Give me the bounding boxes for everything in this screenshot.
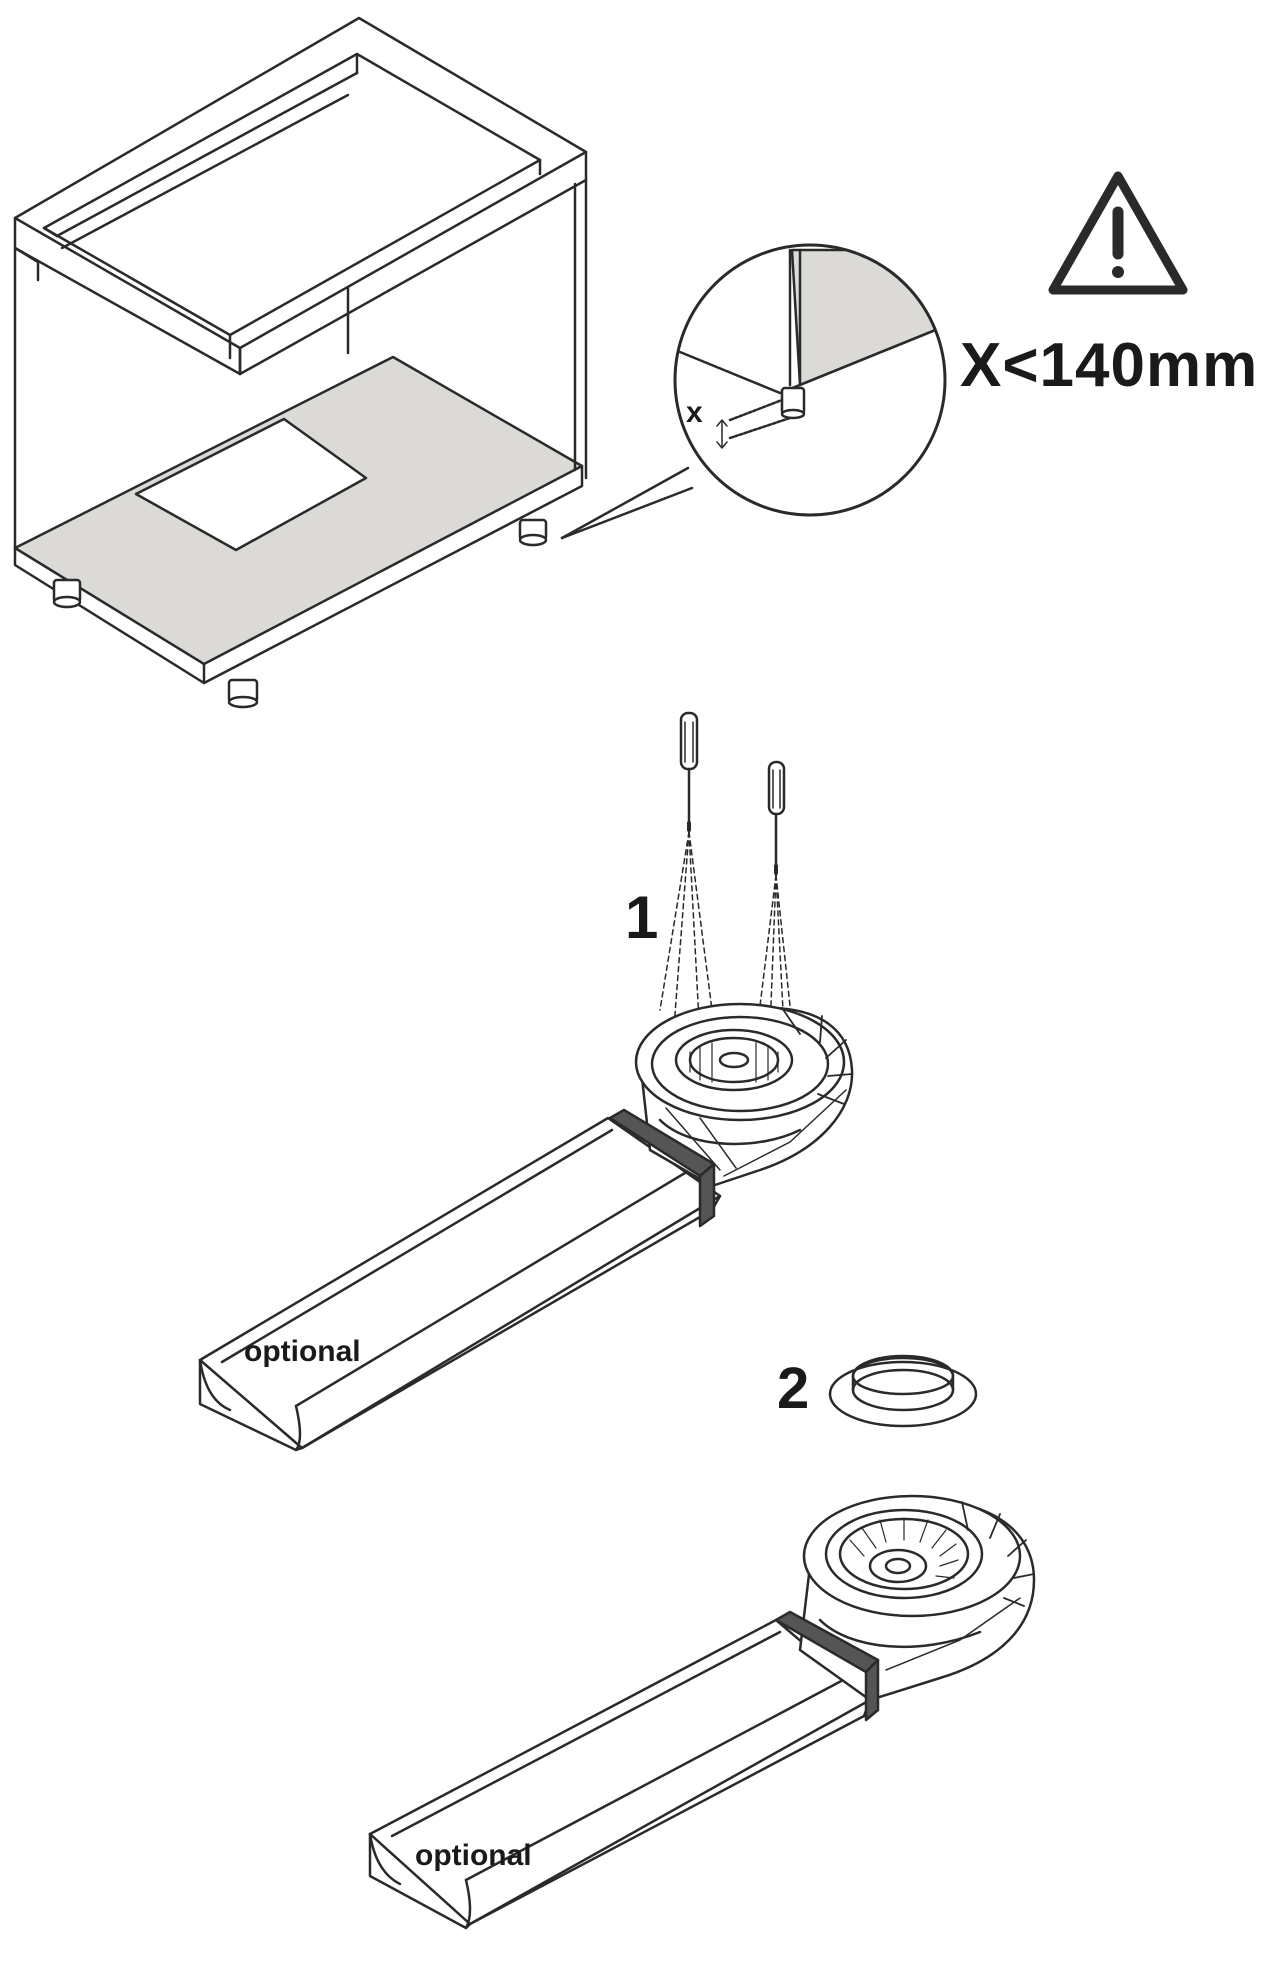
warning-triangle-icon [1048,171,1188,295]
screwdriver-icon-2 [767,760,786,875]
clearance-marker-label: x [686,396,703,429]
cabinet-legs [52,518,548,709]
step-2-number: 2 [777,1356,810,1421]
sealing-ring [828,1354,978,1428]
floor-cutout [134,417,368,552]
cabinet-illustration [13,16,588,709]
clearance-limit-label: X<140mm [960,331,1259,400]
screw-guide-lines [659,831,791,1041]
screwdriver-icon [679,711,699,832]
optional-duct-label-1: optional [244,1335,361,1368]
fan-unit-1 [198,1002,854,1452]
duct-1 [198,1116,722,1450]
duct-2 [368,1618,872,1926]
step-1-number: 1 [625,884,659,951]
callout-pointer [560,466,690,540]
fan-unit-2 [368,1494,1036,1930]
detail-magnifier [673,243,947,517]
optional-duct-label-2: optional [415,1839,532,1872]
